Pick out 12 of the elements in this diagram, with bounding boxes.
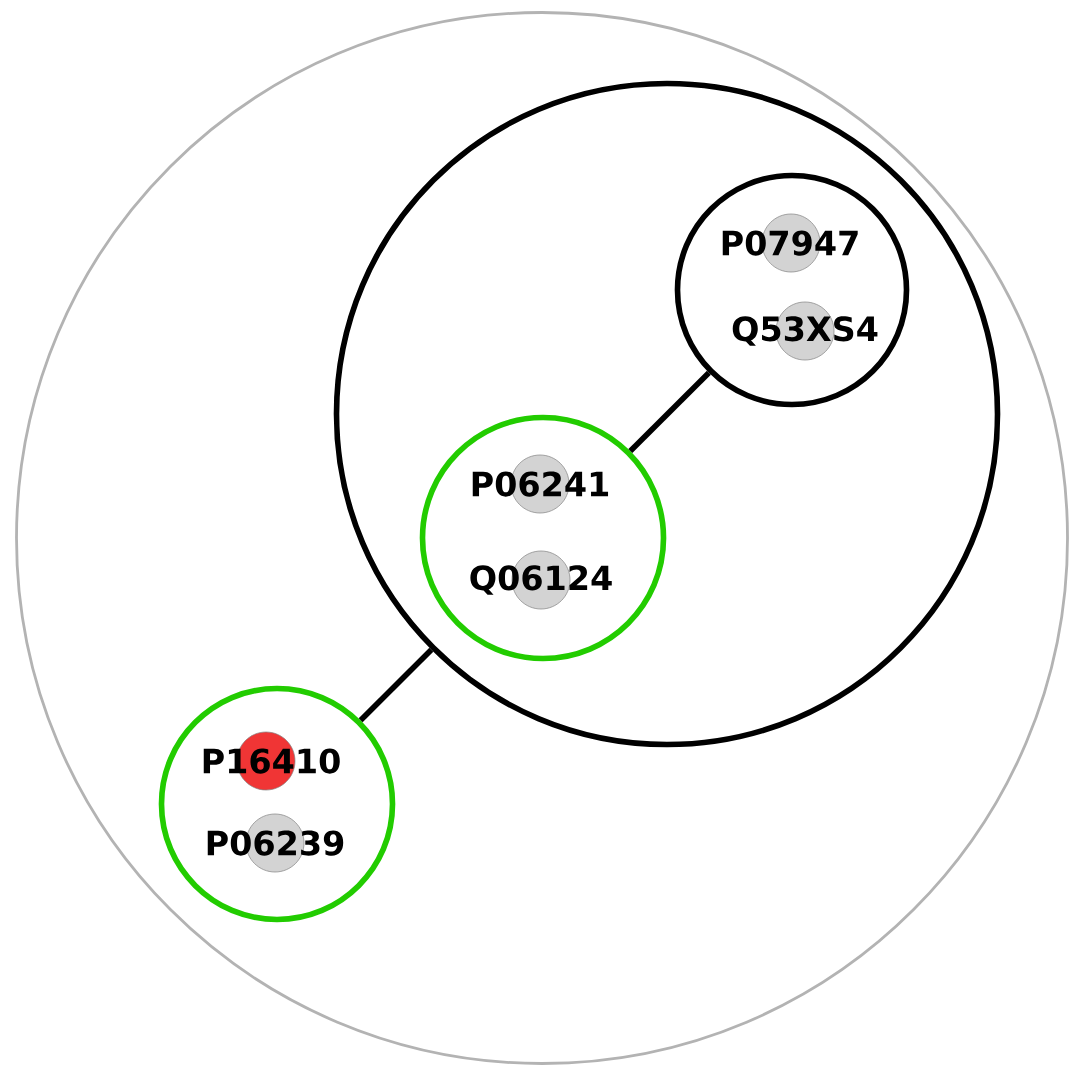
protein-node: P06239 xyxy=(207,813,344,873)
group-circle xyxy=(15,11,1069,1065)
group-circle xyxy=(419,414,667,662)
protein-node: Q53XS4 xyxy=(732,301,878,361)
protein-node: P06241 xyxy=(472,454,609,514)
protein-node: P07947 xyxy=(722,213,858,273)
group-circle xyxy=(674,172,910,408)
connector-line xyxy=(628,370,711,453)
group-circle xyxy=(333,80,1001,748)
protein-node: Q06124 xyxy=(470,550,612,610)
connector-line xyxy=(358,647,434,723)
group-circle xyxy=(158,685,396,923)
